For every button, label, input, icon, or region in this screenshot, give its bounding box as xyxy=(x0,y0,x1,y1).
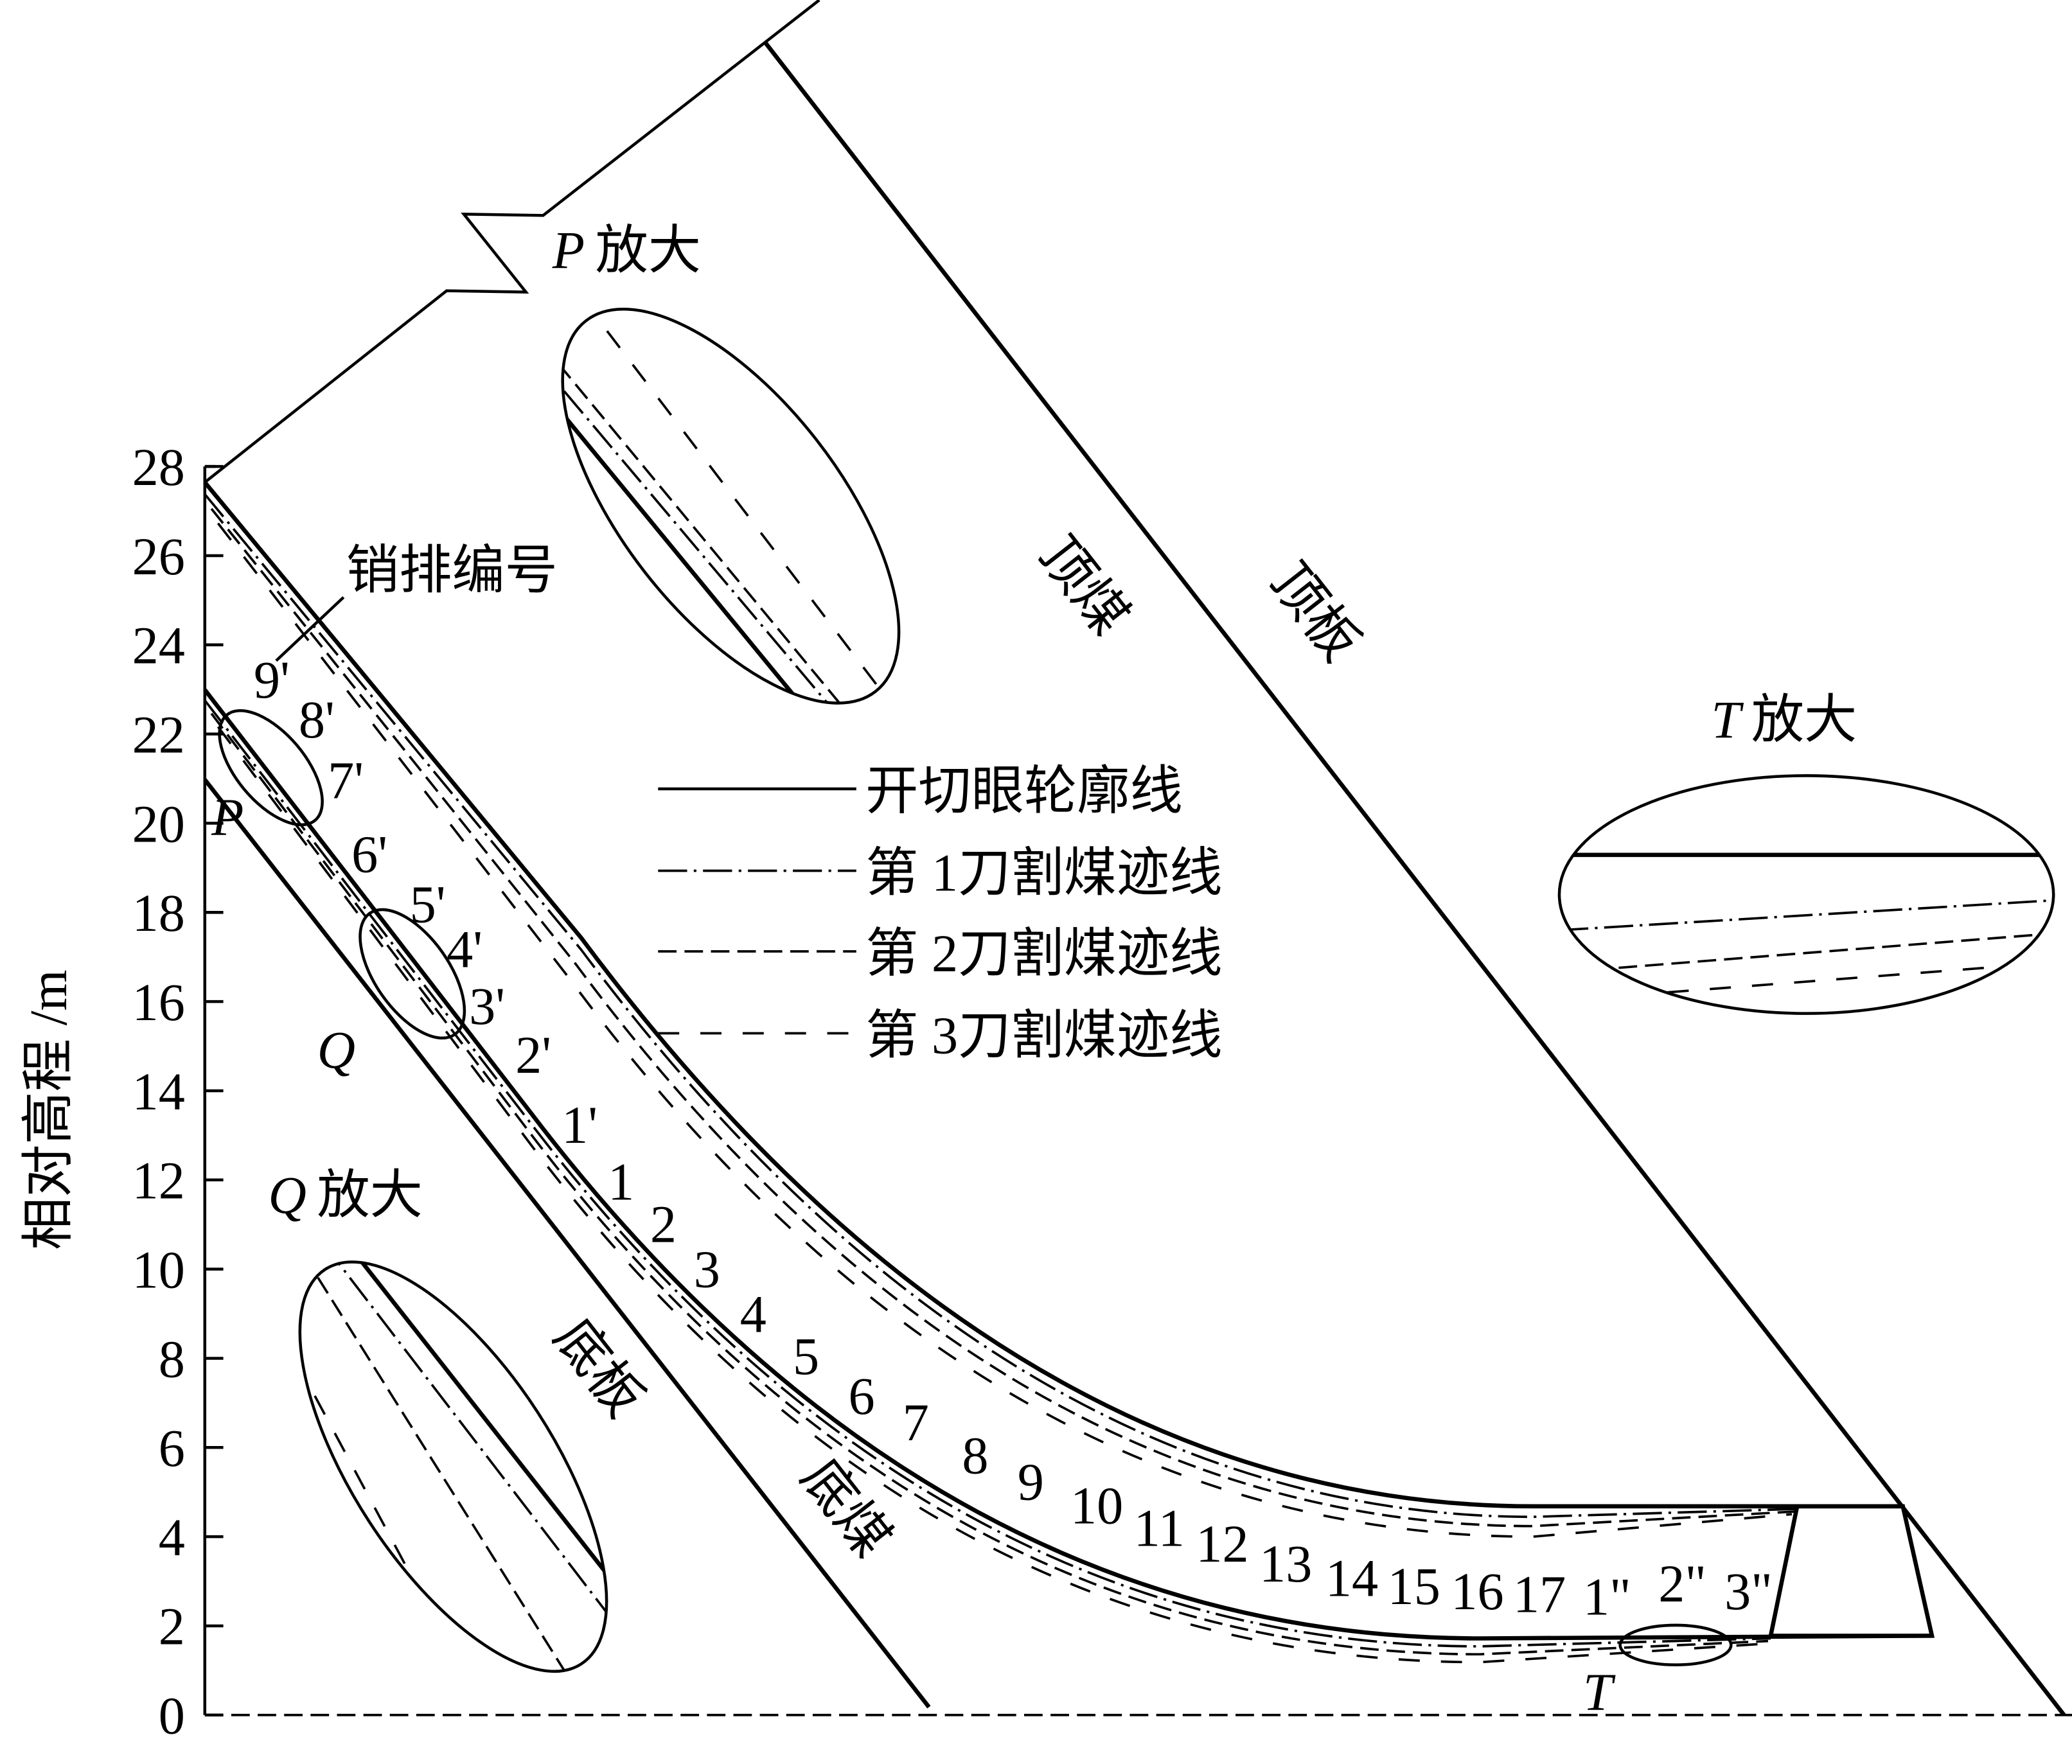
pin-row-label: 4' xyxy=(447,921,483,979)
point-q-label: Q xyxy=(317,1021,355,1079)
pin-row-label: 9' xyxy=(254,651,290,709)
pin-row-label: 3 xyxy=(694,1240,720,1298)
legend-label-contour: 开切眼轮廓线 xyxy=(865,762,1183,820)
pin-row-label: 3" xyxy=(1724,1562,1773,1621)
pin-row-label: 13 xyxy=(1259,1535,1312,1593)
y-tick-label: 20 xyxy=(132,795,185,853)
y-tick-label: 22 xyxy=(132,705,185,764)
point-q-marker xyxy=(359,908,466,1040)
cut-1-trajectory xyxy=(204,493,1798,1648)
y-tick-label: 12 xyxy=(132,1152,185,1210)
point-p-label: P xyxy=(211,788,244,847)
y-tick-label: 28 xyxy=(132,438,185,497)
y-tick-label: 2 xyxy=(159,1598,185,1656)
legend: 开切眼轮廓线 第 1刀割煤迹线 第 2刀割煤迹线 第 3刀割煤迹线 xyxy=(658,762,1222,1064)
y-tick-label: 6 xyxy=(159,1419,185,1477)
point-t-marker xyxy=(1618,1623,1733,1666)
roof-line xyxy=(763,40,2066,1716)
pin-row-label: 7 xyxy=(903,1393,929,1452)
zone-roof-coal: 顶煤 xyxy=(1028,526,1139,646)
pin-row-label: 6 xyxy=(848,1367,874,1425)
y-tick-label: 26 xyxy=(132,527,185,586)
cut-2-trajectory xyxy=(210,507,1795,1656)
y-tick-label: 8 xyxy=(159,1330,185,1388)
pin-row-label: 2 xyxy=(650,1195,677,1253)
pin-row-label: 11 xyxy=(1134,1499,1185,1558)
y-tick-label: 16 xyxy=(132,973,185,1032)
pin-row-label: 17 xyxy=(1513,1565,1566,1623)
pin-row-label: 4 xyxy=(740,1285,766,1343)
t-magnified-view xyxy=(1557,774,2055,1015)
pin-row-label: 5 xyxy=(793,1327,819,1386)
legend-label-cut2: 第 2刀割煤迹线 xyxy=(865,924,1222,983)
pin-row-label: 1 xyxy=(608,1153,634,1212)
y-tick-label: 4 xyxy=(159,1508,185,1567)
floor-line xyxy=(203,778,931,1709)
pin-row-label: 10 xyxy=(1070,1477,1123,1535)
y-tick-label: 24 xyxy=(132,617,185,675)
pin-row-label: 1' xyxy=(562,1096,598,1154)
pin-row-label: 3' xyxy=(469,977,505,1036)
pin-row-label: 16 xyxy=(1451,1562,1503,1621)
y-axis-label: 相对高程 /m xyxy=(19,970,78,1250)
pin-row-label: 1" xyxy=(1583,1567,1631,1626)
point-p-marker xyxy=(218,709,324,827)
pin-row-label: 5' xyxy=(410,876,446,934)
pin-row-leader xyxy=(275,596,345,662)
pin-row-label: 8' xyxy=(299,691,335,749)
pin-row-title: 销排编号 xyxy=(346,541,558,599)
pin-row-label: 2" xyxy=(1658,1555,1706,1613)
upper-boundary-line xyxy=(204,0,820,484)
y-tick-label: 0 xyxy=(159,1687,185,1745)
zone-floor: 底板 xyxy=(544,1309,655,1428)
cut-contour-bottom xyxy=(203,688,1933,1641)
pin-row-label: 7' xyxy=(328,751,364,809)
p-magnified-view xyxy=(533,296,901,721)
zone-roof: 顶板 xyxy=(1259,552,1370,672)
pin-row-label: 6' xyxy=(351,825,387,884)
cut-3-trajectory xyxy=(217,522,1793,1664)
legend-label-cut3: 第 3刀割煤迹线 xyxy=(865,1006,1222,1064)
cut-end-block xyxy=(1768,1504,1935,1638)
point-t-label: T xyxy=(1583,1663,1616,1722)
y-tick-label: 14 xyxy=(132,1063,185,1121)
pin-row-label: 9 xyxy=(1018,1453,1044,1512)
cut-contour-top xyxy=(203,481,1903,1509)
pin-row-label: 15 xyxy=(1388,1557,1440,1616)
pin-row-label: 8 xyxy=(962,1426,988,1485)
y-tick-label: 18 xyxy=(132,884,185,942)
y-tick-label: 10 xyxy=(132,1240,185,1299)
pin-row-label: 14 xyxy=(1325,1549,1378,1608)
pin-row-label: 2' xyxy=(515,1026,551,1084)
pin-row-label: 12 xyxy=(1196,1515,1248,1573)
legend-label-cut1: 第 1刀割煤迹线 xyxy=(865,843,1222,902)
